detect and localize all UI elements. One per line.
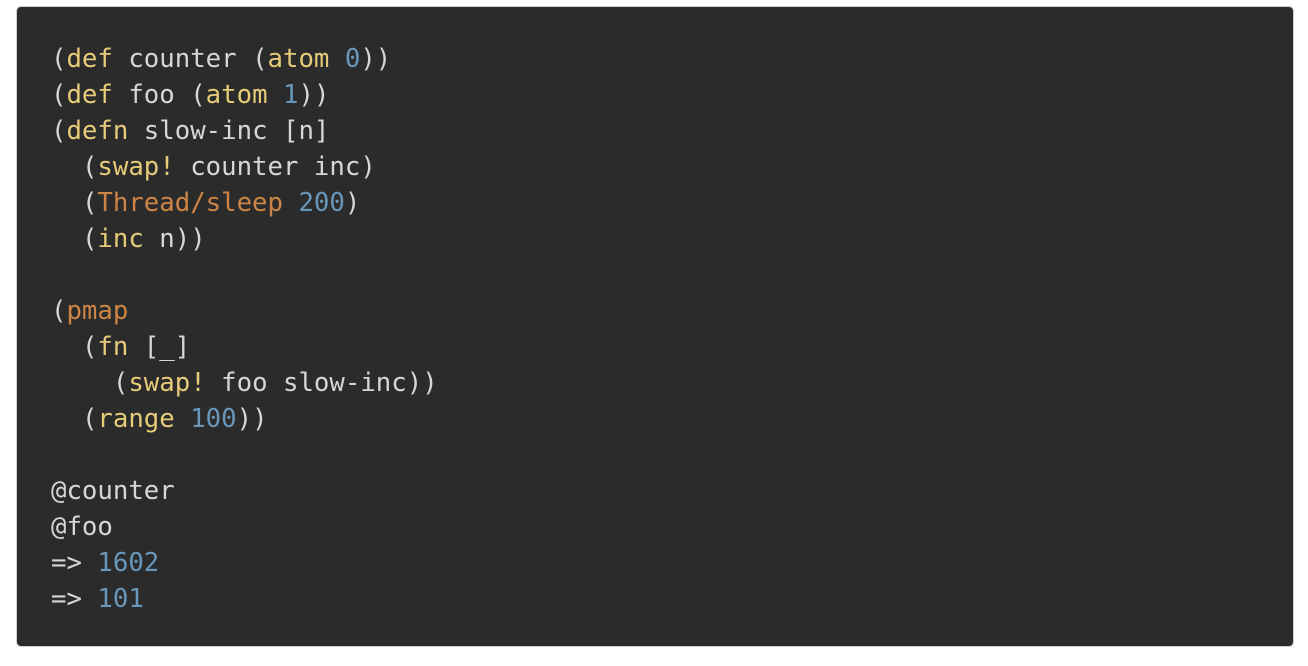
code-token: swap! — [128, 368, 206, 398]
code-token: ( — [81, 404, 98, 434]
code-token — [51, 404, 82, 434]
code-token: 1 — [283, 80, 299, 110]
code-line: (def counter (atom 0)) — [51, 41, 438, 77]
code-token: defn — [66, 116, 129, 146]
code-token: fn — [97, 332, 129, 362]
code-token — [329, 44, 344, 74]
code-token: ( — [51, 80, 67, 110]
code-token: ( — [112, 368, 129, 398]
code-token: ( — [81, 152, 98, 182]
code-token: )) — [298, 80, 330, 110]
code-token: 100 — [190, 404, 237, 434]
code-token: ( — [190, 80, 206, 110]
code-token: )) — [360, 44, 392, 74]
code-token: inc — [97, 224, 144, 254]
code-token — [51, 332, 82, 362]
code-token: 200 — [298, 188, 345, 218]
code-token: @counter — [51, 476, 175, 506]
code-token: ( — [81, 332, 98, 362]
code-line: (defn slow-inc [n] — [51, 113, 438, 149]
code-token: 0 — [344, 44, 361, 74]
code-token: pmap — [66, 296, 129, 326]
code-line: => 101 — [51, 581, 438, 617]
code-token: 101 — [97, 584, 144, 614]
code-token: => — [51, 548, 98, 578]
code-line: @foo — [51, 509, 438, 545]
code-token: )) — [174, 224, 206, 254]
code-line: (inc n)) — [51, 221, 438, 257]
code-token — [283, 188, 298, 218]
code-token: ( — [81, 224, 98, 254]
code-token: ( — [51, 44, 67, 74]
code-line — [51, 437, 438, 473]
code-token: counter inc — [174, 152, 361, 182]
code-token: => — [51, 584, 98, 614]
code-token: @foo — [51, 512, 113, 542]
code-content: (def counter (atom 0))(def foo (atom 1))… — [51, 41, 438, 617]
code-token: 1602 — [97, 548, 160, 578]
code-token: swap! — [97, 152, 175, 182]
code-line: (swap! counter inc) — [51, 149, 438, 185]
code-token: atom — [267, 44, 330, 74]
code-token — [51, 152, 82, 182]
code-token: range — [97, 404, 175, 434]
code-token: )) — [406, 368, 438, 398]
code-token: atom — [205, 80, 268, 110]
code-token: ) — [344, 188, 361, 218]
code-token: def — [66, 80, 113, 110]
code-token: foo slow-inc — [205, 368, 407, 398]
code-line: (def foo (atom 1)) — [51, 77, 438, 113]
code-token: [_] — [128, 332, 191, 362]
code-token: slow-inc [n] — [128, 116, 330, 146]
code-line — [51, 257, 438, 293]
code-token — [51, 368, 113, 398]
code-token: def — [66, 44, 113, 74]
code-token: ( — [51, 116, 67, 146]
code-line: (fn [_] — [51, 329, 438, 365]
code-token: ( — [81, 188, 98, 218]
code-token — [268, 80, 283, 110]
code-token — [51, 224, 82, 254]
code-token: Thread/sleep — [97, 188, 283, 218]
code-line: (swap! foo slow-inc)) — [51, 365, 438, 401]
code-line: => 1602 — [51, 545, 438, 581]
code-token: ( — [51, 296, 67, 326]
code-token: ) — [360, 152, 376, 182]
code-line: @counter — [51, 473, 438, 509]
code-line: (range 100)) — [51, 401, 438, 437]
code-token: )) — [236, 404, 268, 434]
code-block: (def counter (atom 0))(def foo (atom 1))… — [16, 6, 1294, 647]
code-token: foo — [112, 80, 191, 110]
code-token: counter — [112, 44, 253, 74]
code-token — [51, 188, 82, 218]
code-line: (pmap — [51, 293, 438, 329]
code-token — [175, 404, 190, 434]
code-line: (Thread/sleep 200) — [51, 185, 438, 221]
code-token: n — [143, 224, 175, 254]
code-token: ( — [252, 44, 268, 74]
